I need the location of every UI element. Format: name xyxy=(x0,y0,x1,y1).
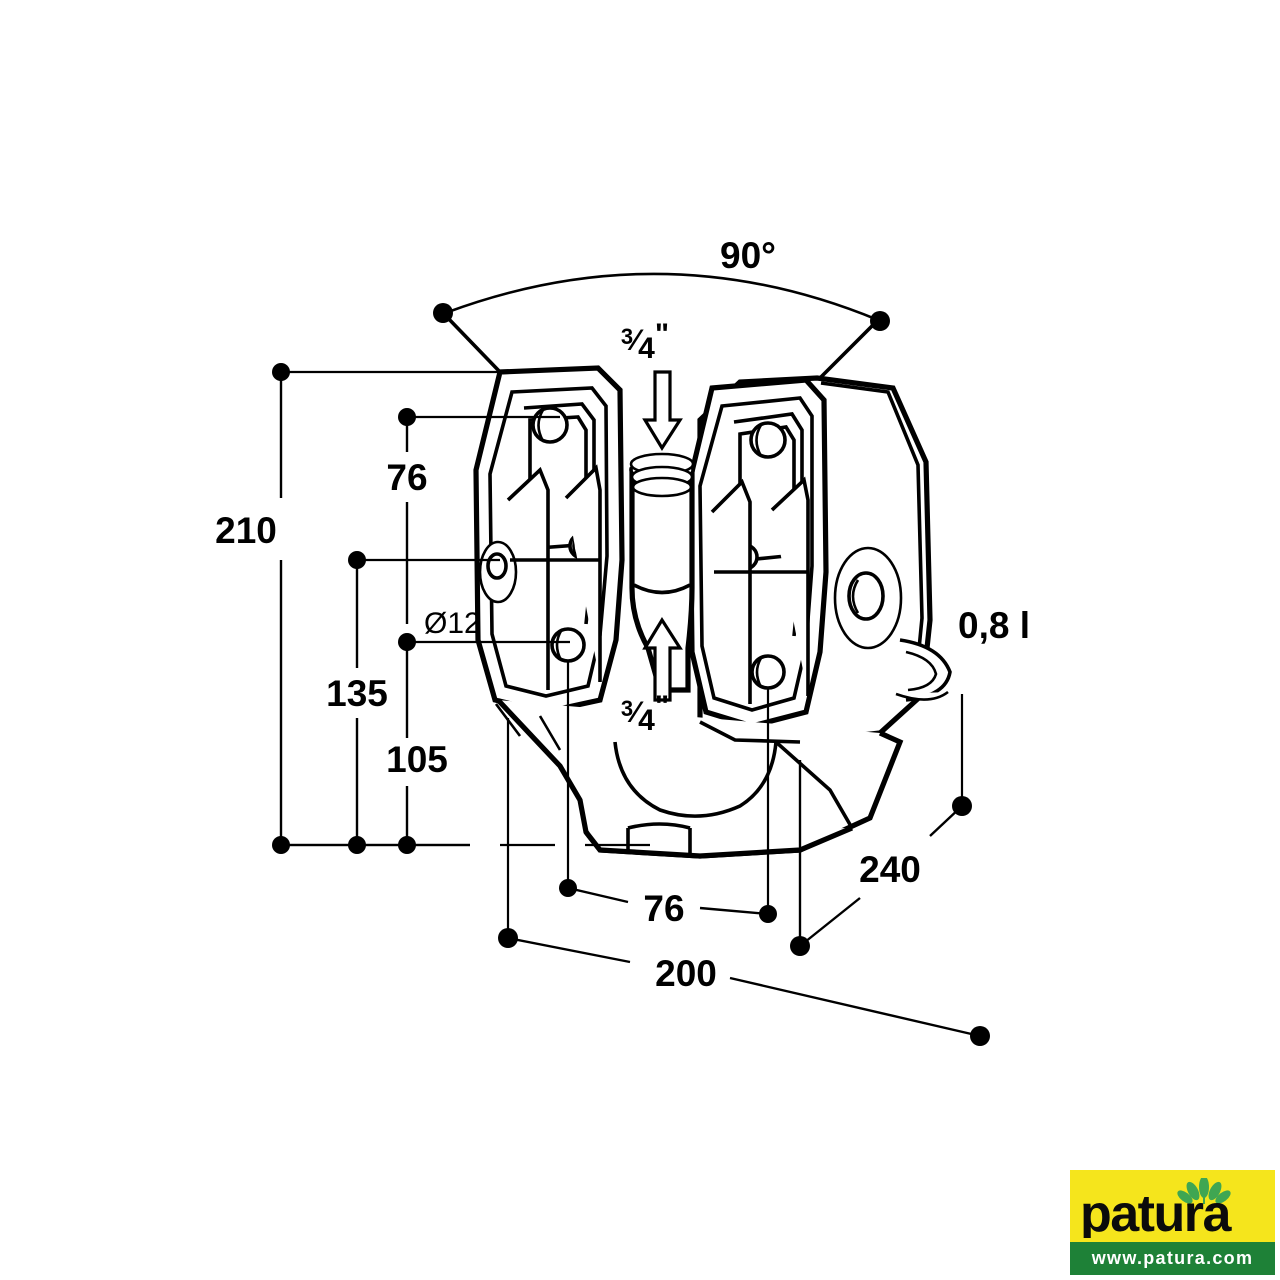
angle-arc xyxy=(447,272,879,322)
dot-200-left xyxy=(498,928,518,948)
inlet-thread-3 xyxy=(631,476,693,498)
dim-label-105: 105 xyxy=(386,739,448,780)
left-bolt-oval-inner xyxy=(486,552,508,580)
dimension-swivel-angle xyxy=(433,272,890,380)
logo-url-text: www.patura.com xyxy=(1091,1248,1254,1268)
logo-wordmark: patura xyxy=(1080,1178,1234,1238)
thread-top-numerator: 3 xyxy=(621,324,633,349)
angle-leader-left xyxy=(443,313,502,374)
left-pin-hole-low-shade xyxy=(555,630,563,661)
spout-lip-inner xyxy=(905,650,938,692)
thread-label-bottom: 3⁄4" xyxy=(621,616,683,737)
dot-240-lower xyxy=(790,936,810,956)
dim-200-left xyxy=(507,936,631,964)
dimension-135: 135 xyxy=(326,551,500,854)
logo-top-panel: patura xyxy=(1070,1170,1275,1242)
dim-76h-right xyxy=(699,906,769,916)
right-rib-b xyxy=(770,476,810,696)
dim-label-capacity: 0,8 l xyxy=(958,605,1030,646)
thread-bottom-denominator: 4 xyxy=(638,704,655,737)
dot-210-top xyxy=(272,363,290,381)
boss-oval-shade xyxy=(851,579,860,614)
bowl-drain-slot xyxy=(626,828,692,856)
bowl-drain-top xyxy=(627,822,691,830)
dot-105-top xyxy=(398,633,416,651)
dimension-105: 105 Ø12 xyxy=(386,607,570,854)
bowl-bottom-rim xyxy=(583,825,854,859)
arrow-down-icon xyxy=(642,370,683,452)
thread-bottom-unit: " xyxy=(655,690,669,723)
dot-200-right xyxy=(970,1026,990,1046)
arrow-up-icon xyxy=(642,616,683,702)
dim-240-seg-lower xyxy=(799,897,861,947)
dot-240-upper xyxy=(952,796,972,816)
left-rib-b xyxy=(564,464,602,682)
dot-76v-top xyxy=(398,408,416,426)
bowl-right-fold xyxy=(774,740,854,829)
dimension-76-horizontal: 76 xyxy=(559,660,777,929)
dim-label-diameter-12: Ø12 xyxy=(424,607,481,640)
dim-label-76-vertical: 76 xyxy=(386,457,427,498)
waterbowl-body xyxy=(473,365,952,859)
thread-top-denominator: 4 xyxy=(638,332,655,365)
patura-logo: patura www.patura.com xyxy=(1070,1170,1275,1275)
thread-top-unit: " xyxy=(655,318,669,351)
thread-top-text: 3⁄4" xyxy=(621,318,669,365)
angle-dot-left xyxy=(433,303,453,323)
dot-76h-right xyxy=(759,905,777,923)
logo-url-bar: www.patura.com xyxy=(1070,1242,1275,1275)
dim-200-right xyxy=(729,976,981,1038)
dim-label-76-horizontal: 76 xyxy=(643,888,684,929)
dim-label-200: 200 xyxy=(655,953,717,994)
dim-76h-left xyxy=(567,886,629,904)
dim-label-135: 135 xyxy=(326,673,388,714)
inlet-pipe-step xyxy=(633,583,691,595)
dot-76h-left xyxy=(559,879,577,897)
spout-lip-edge xyxy=(895,690,949,701)
dimension-76-vertical: 76 xyxy=(386,408,560,624)
thread-bottom-text: 3⁄4" xyxy=(621,690,669,737)
dim-label-240: 240 xyxy=(859,849,921,890)
bowl-upper-fold xyxy=(699,720,801,744)
right-rib-a xyxy=(710,478,752,704)
dimension-240: 240 xyxy=(790,694,972,956)
angle-dot-right xyxy=(870,311,890,331)
angle-leader-right xyxy=(818,318,880,380)
left-rib-a xyxy=(506,466,550,690)
thread-label-top: 3⁄4" xyxy=(621,318,683,452)
right-pin-hole-low-shade xyxy=(755,657,763,688)
thread-bottom-numerator: 3 xyxy=(621,696,633,721)
dim-label-210: 210 xyxy=(215,510,277,551)
dim-label-90-degrees: 90° xyxy=(720,235,776,276)
right-pin-hole-top-shade xyxy=(755,424,763,457)
inlet-pipe-body xyxy=(629,467,695,693)
bowl-inner-basin xyxy=(613,741,778,818)
logo-brand-text: patura xyxy=(1080,1185,1233,1238)
dot-135-top xyxy=(348,551,366,569)
leaf-icon xyxy=(1177,1178,1231,1204)
